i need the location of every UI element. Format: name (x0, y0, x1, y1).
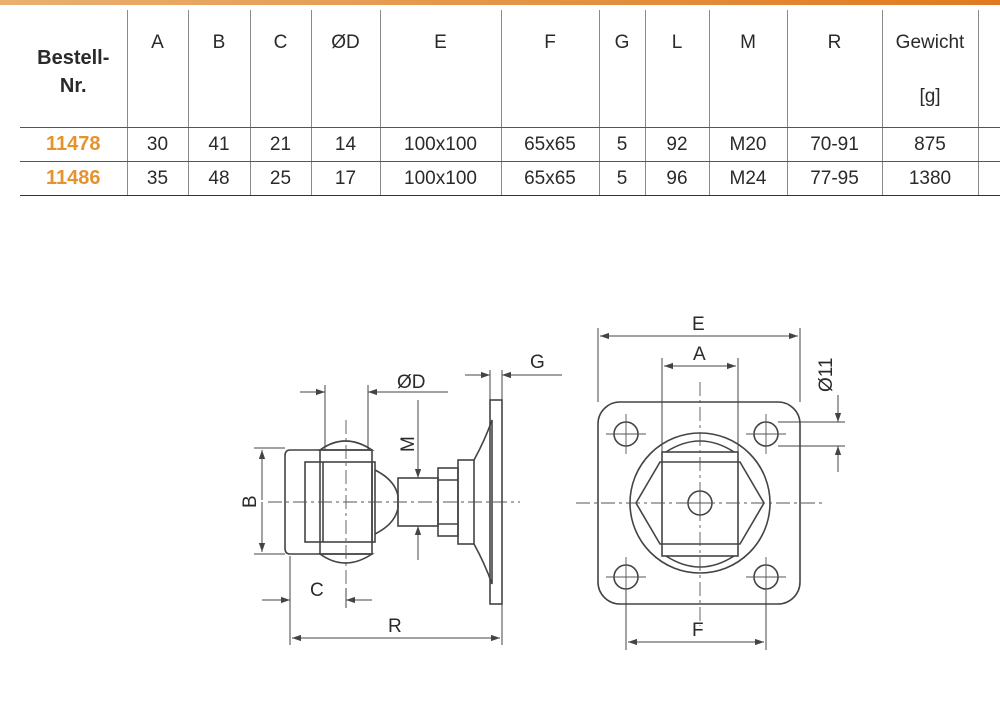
col-header-g: G (599, 10, 646, 128)
header-r-text: R (827, 32, 842, 53)
table-cell: 14 (311, 127, 381, 162)
col-header-a: A (127, 10, 189, 128)
label-r: R (388, 616, 402, 637)
label-m: M (398, 436, 419, 452)
table-cell: 35 (127, 161, 189, 196)
header-g-text: G (614, 32, 630, 53)
table-cell: 48 (188, 161, 251, 196)
front-view-dimensions (597, 328, 845, 650)
table-cell: M24 (709, 161, 788, 196)
header-weight-unit: [g] (919, 86, 941, 107)
side-view-dimensions (254, 370, 562, 645)
col-header-b: B (188, 10, 251, 128)
table-cell: 25 (250, 161, 312, 196)
table-header-row: Bestell- Nr. A B C ØD E F G L M R Gewich… (20, 10, 1000, 128)
col-header-c: C (250, 10, 312, 128)
order-number-cell: 11478 (20, 127, 128, 162)
table-cell: 5 (599, 161, 646, 196)
col-header-m: M (709, 10, 788, 128)
table-cell-empty (978, 161, 1000, 196)
table-cell: 92 (645, 127, 710, 162)
header-e-text: E (434, 32, 447, 53)
table-cell: 17 (311, 161, 381, 196)
header-l-text: L (671, 32, 683, 53)
col-header-r: R (787, 10, 883, 128)
label-g: G (530, 352, 545, 373)
col-header-extra (978, 10, 1000, 128)
order-number-header-text: Bestell- Nr. (37, 47, 110, 97)
table-row: 11478 30 41 21 14 100x100 65x65 5 92 M20… (20, 127, 1000, 162)
col-header-order-number: Bestell- Nr. (20, 10, 128, 128)
table-cell: 1380 (882, 161, 979, 196)
table-cell: 96 (645, 161, 710, 196)
top-accent-bar (0, 0, 1000, 5)
label-e: E (692, 314, 705, 335)
order-number-cell: 11486 (20, 161, 128, 196)
table-cell-empty (978, 127, 1000, 162)
table-cell: 21 (250, 127, 312, 162)
col-header-f: F (501, 10, 600, 128)
header-a-text: A (151, 32, 164, 53)
table-cell: 30 (127, 127, 189, 162)
table-cell: 65x65 (501, 161, 600, 196)
col-header-weight: Gewicht [g] (882, 10, 979, 128)
header-m-text: M (740, 32, 756, 53)
header-b-text: B (212, 32, 226, 53)
table-cell: 100x100 (380, 161, 502, 196)
label-b: B (240, 495, 261, 508)
header-weight-text: Gewicht (895, 32, 965, 53)
label-hole-diameter: Ø11 (816, 357, 837, 392)
header-d-text: ØD (331, 32, 360, 53)
label-a: A (693, 344, 706, 365)
header-c-text: C (273, 32, 288, 53)
table-cell: M20 (709, 127, 788, 162)
drawing-labels: ØD G M B C R E A Ø11 F (240, 314, 837, 641)
table-cell: 41 (188, 127, 251, 162)
col-header-e: E (380, 10, 502, 128)
table-cell: 5 (599, 127, 646, 162)
label-d: ØD (397, 372, 426, 393)
table-cell: 77-95 (787, 161, 883, 196)
dimension-table: Bestell- Nr. A B C ØD E F G L M R Gewich… (20, 10, 1000, 196)
front-view-centerlines (576, 382, 826, 626)
table-cell: 65x65 (501, 127, 600, 162)
col-header-d: ØD (311, 10, 381, 128)
side-view-centerlines (268, 420, 520, 588)
label-f: F (692, 620, 704, 641)
col-header-l: L (645, 10, 710, 128)
table-row: 11486 35 48 25 17 100x100 65x65 5 96 M24… (20, 161, 1000, 196)
table-cell: 100x100 (380, 127, 502, 162)
table-cell: 875 (882, 127, 979, 162)
table-cell: 70-91 (787, 127, 883, 162)
label-c: C (310, 580, 324, 601)
header-f-text: F (544, 32, 556, 53)
